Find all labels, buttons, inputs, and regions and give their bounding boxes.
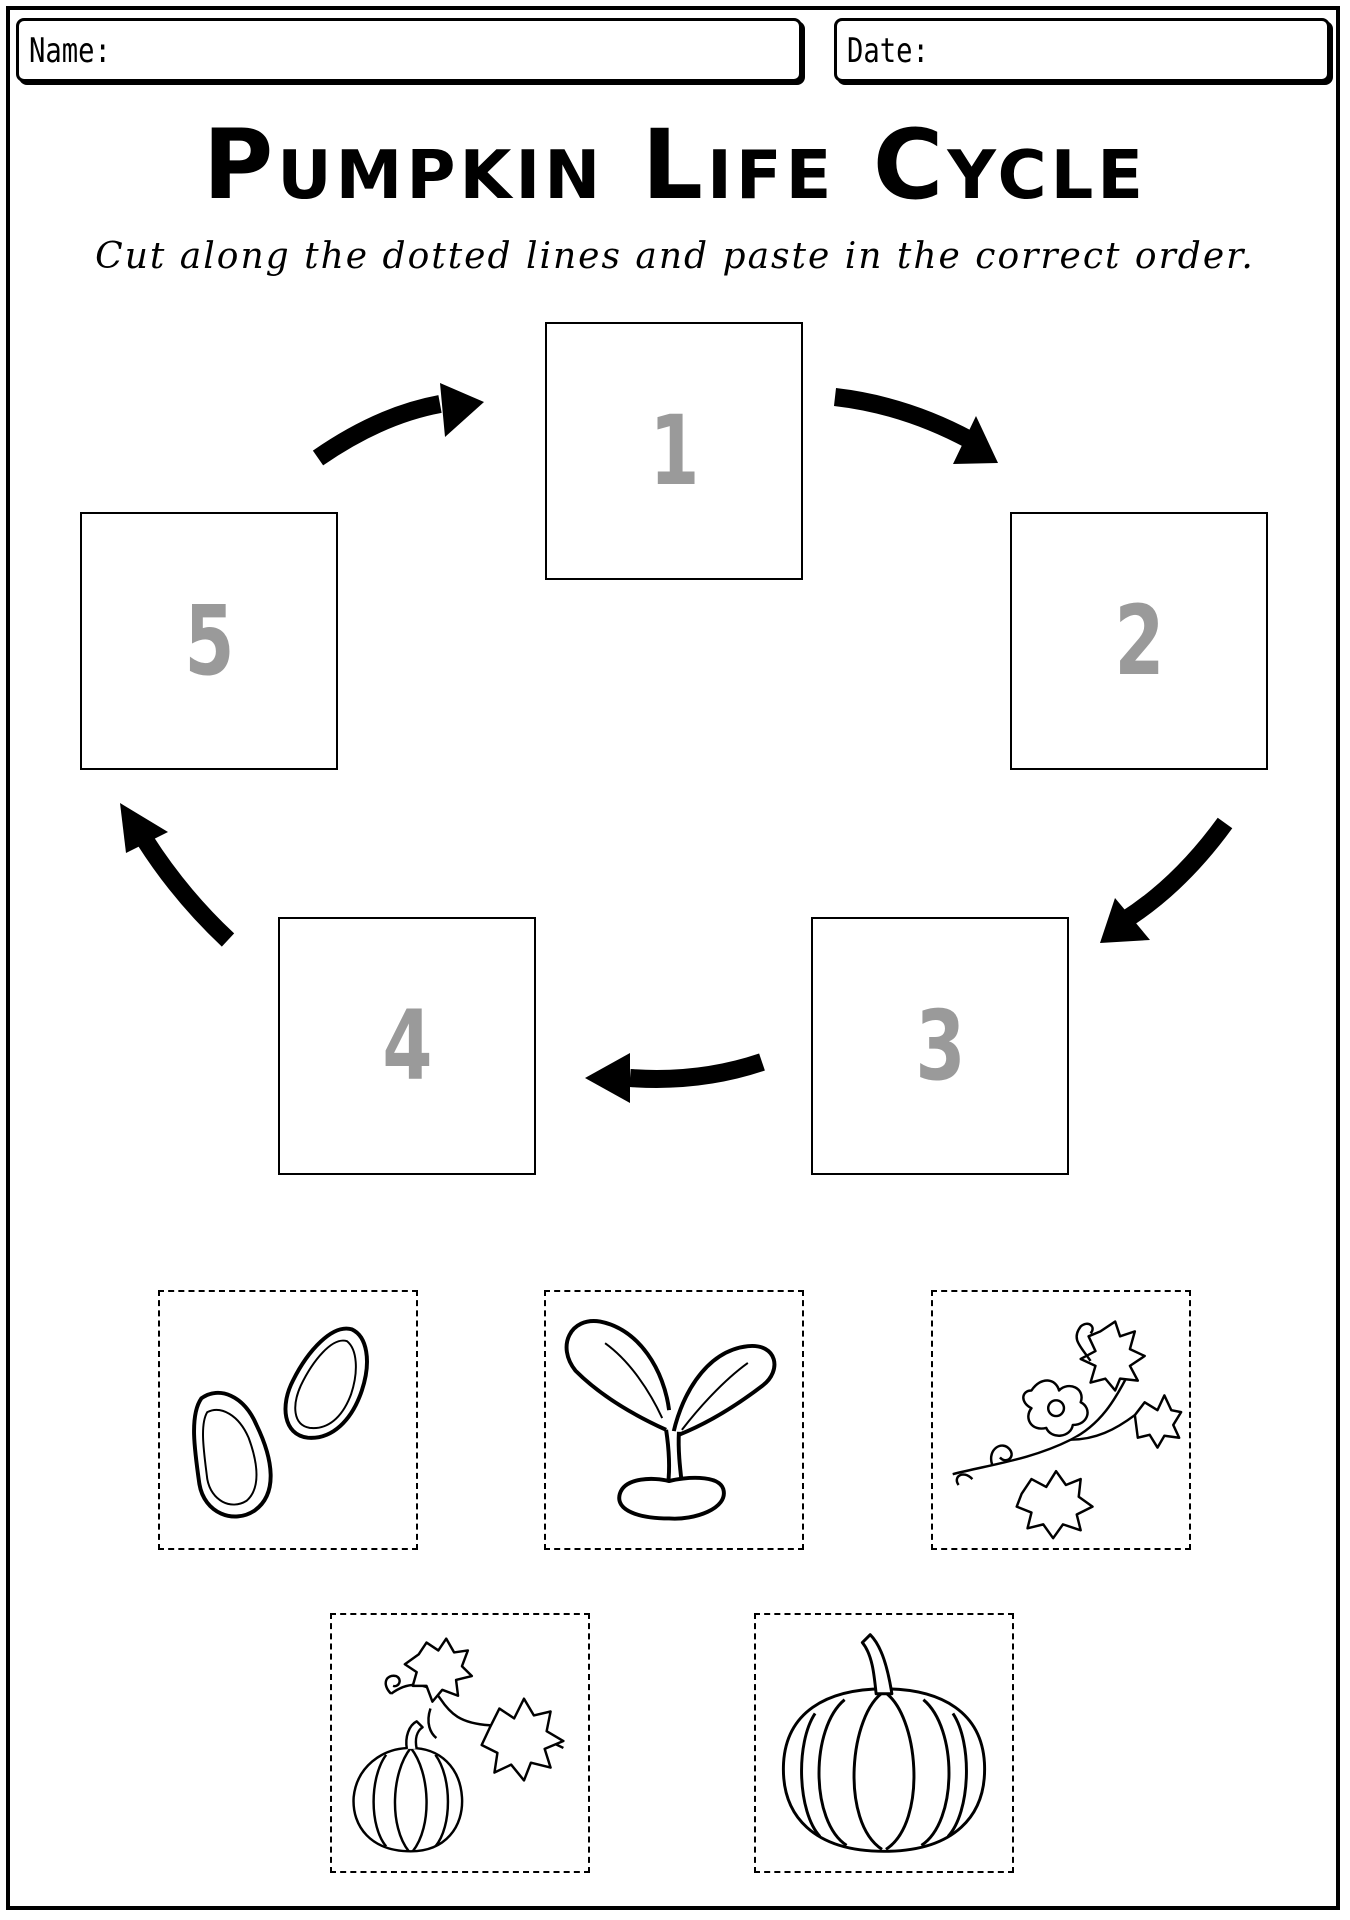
box-number: 2 <box>1113 585 1165 697</box>
instructions: Cut along the dotted lines and paste in … <box>95 236 1255 277</box>
cutout-card-pumpkin[interactable] <box>754 1613 1014 1873</box>
box-number: 3 <box>914 990 966 1102</box>
page-title: Pumpkin Life Cycle <box>202 109 1148 221</box>
name-field[interactable]: Name: <box>16 18 802 82</box>
flowering-vine-icon <box>952 1320 1183 1540</box>
date-label: Date: <box>847 31 929 71</box>
box-number: 1 <box>648 395 700 507</box>
name-label: Name: <box>29 31 111 71</box>
page-border <box>6 6 1340 1910</box>
pumpkin-icon <box>782 1633 986 1853</box>
cycle-box-3[interactable]: 3 <box>811 917 1069 1175</box>
cutout-card-flowering-vine[interactable] <box>931 1290 1191 1550</box>
cycle-box-5[interactable]: 5 <box>80 512 338 770</box>
young-pumpkin-vine-icon <box>352 1637 565 1853</box>
sprout-icon <box>564 1319 777 1521</box>
box-number: 5 <box>183 585 235 697</box>
seeds-icon <box>192 1326 369 1519</box>
cutout-card-sprout[interactable] <box>544 1290 804 1550</box>
box-number: 4 <box>381 990 433 1102</box>
cycle-box-1[interactable]: 1 <box>545 322 803 580</box>
cutout-card-young-pumpkin[interactable] <box>330 1613 590 1873</box>
cutout-card-seeds[interactable] <box>158 1290 418 1550</box>
date-field[interactable]: Date: <box>834 18 1330 82</box>
cycle-box-4[interactable]: 4 <box>278 917 536 1175</box>
cycle-box-2[interactable]: 2 <box>1010 512 1268 770</box>
